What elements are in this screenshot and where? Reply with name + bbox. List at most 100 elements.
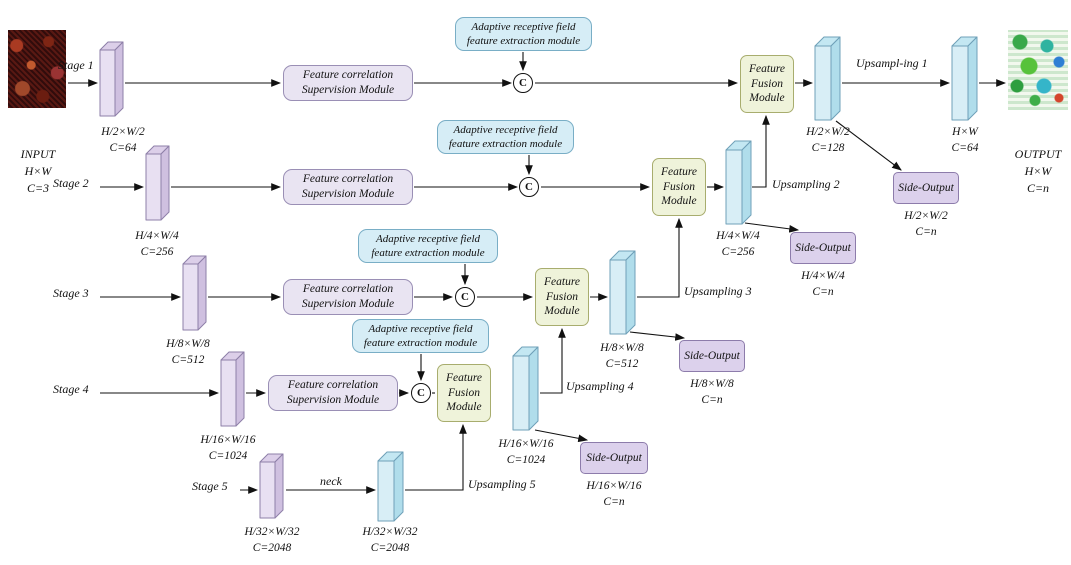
output-name: OUTPUT	[1014, 147, 1062, 161]
upsampling-5-connector	[405, 423, 467, 491]
channels-line: C=256	[721, 246, 755, 259]
feature-fusion-module-2: Feature Fusion Module	[652, 158, 706, 216]
concat-node-3: C	[455, 287, 475, 307]
concat-node-1: C	[513, 73, 533, 93]
side-output-label: Side-Output	[684, 350, 740, 362]
channels-line: C=1024	[208, 450, 248, 463]
encoder-slab-stage1	[99, 41, 124, 117]
dims-line: H/16×W/16	[498, 438, 554, 450]
channels-line: C=64	[951, 142, 979, 155]
channels-line: C=n	[701, 394, 723, 407]
module-label-line1: Adaptive receptive field	[453, 123, 558, 136]
dims-line: H/8×W/8	[690, 378, 734, 390]
input-label: INPUT H×W C=3	[6, 146, 70, 196]
input-channels: C=3	[26, 180, 50, 195]
channels-line: C=n	[915, 226, 937, 239]
decoder-map-2-dims: H/4×W/4 C=256	[693, 228, 783, 260]
module-label-line1: Feature	[749, 62, 785, 75]
upsampling-4-connector	[540, 327, 566, 394]
decoder-map-3-dims: H/8×W/8 C=512	[577, 340, 667, 372]
module-label-line2: Fusion	[448, 386, 480, 399]
dims-line: H/16×W/16	[200, 434, 256, 446]
dims-line: H/2×W/2	[101, 126, 145, 138]
dims-line: H/8×W/8	[166, 338, 210, 350]
connector-arrows	[68, 52, 1007, 494]
encoder-feature-slabs	[99, 41, 284, 519]
output-label: OUTPUT H×W C=n	[1004, 146, 1071, 196]
dims-line: H/4×W/4	[801, 270, 845, 282]
feature-fusion-module-4: Feature Fusion Module	[437, 364, 491, 422]
adaptive-receptive-field-module-4: Adaptive receptive field feature extract…	[352, 319, 489, 353]
channels-line: C=256	[140, 246, 174, 259]
channels-line: C=128	[811, 142, 845, 155]
side-output-box-3: Side-Output	[679, 340, 745, 372]
module-label-line1: Feature correlation	[287, 379, 379, 392]
feature-correlation-supervision-module-2: Feature correlation Supervision Module	[283, 169, 413, 205]
side-output-box-4: Side-Output	[580, 442, 648, 474]
channels-line: C=n	[603, 496, 625, 509]
side-output-3-dims: H/8×W/8 C=n	[667, 376, 757, 408]
upsampling-3-label: Upsampling 3	[684, 284, 752, 298]
adaptive-receptive-field-module-3: Adaptive receptive field feature extract…	[358, 229, 498, 263]
output-image	[1008, 30, 1068, 110]
module-label-line3: Module	[544, 305, 580, 318]
dims-line: H/32×W/32	[244, 526, 300, 538]
output-channels: C=n	[1026, 180, 1050, 195]
channels-line: C=n	[812, 286, 834, 299]
module-label-line2: feature extraction module	[363, 337, 478, 349]
dims-line: H/2×W/2	[806, 126, 850, 138]
feature-correlation-supervision-module-3: Feature correlation Supervision Module	[283, 279, 413, 315]
feature-correlation-supervision-module-4: Feature correlation Supervision Module	[268, 375, 398, 411]
side-output-2-dims: H/4×W/4 C=n	[778, 268, 868, 300]
side-output-4-dims: H/16×W/16 C=n	[569, 478, 659, 510]
encoder-map-1-dims: H/2×W/2 C=64	[78, 124, 168, 156]
channels-line: C=1024	[506, 454, 546, 467]
module-label-line2: Fusion	[663, 180, 695, 193]
neck-label: neck	[320, 474, 342, 488]
module-label-line1: Feature correlation	[302, 283, 394, 296]
encoder-slab-stage3	[182, 255, 207, 331]
module-label-line2: Supervision Module	[301, 84, 395, 96]
upsampling-2-connector	[752, 114, 770, 188]
decoder-slab-2	[725, 140, 752, 225]
module-label-line1: Adaptive receptive field	[471, 20, 576, 33]
upsampling-5-label: Upsampling 5	[468, 477, 536, 491]
feature-correlation-supervision-module-1: Feature correlation Supervision Module	[283, 65, 413, 101]
channels-line: C=2048	[370, 542, 410, 555]
decoder-slab-4	[512, 346, 539, 431]
dims-line: H/16×W/16	[586, 480, 642, 492]
encoder-slab-stage4	[220, 351, 245, 427]
upsampling-2-label: Upsampling 2	[772, 177, 840, 191]
channels-line: C=512	[171, 354, 205, 367]
feature-fusion-module-3: Feature Fusion Module	[535, 268, 589, 326]
module-label-line2: feature extraction module	[466, 35, 581, 47]
module-label-line3: Module	[661, 195, 697, 208]
decoder-slab-1	[814, 36, 841, 121]
encoder-slab-stage2	[145, 145, 170, 221]
module-label-line1: Feature	[661, 165, 697, 178]
module-label-line1: Adaptive receptive field	[375, 232, 481, 245]
dims-line: H/2×W/2	[904, 210, 948, 222]
module-label-line2: Supervision Module	[301, 298, 395, 310]
decoder-slab-0	[951, 36, 978, 121]
upsampling-3-connector	[637, 217, 683, 298]
input-name: INPUT	[20, 147, 56, 161]
stage-4-label: Stage 4	[53, 382, 89, 396]
stage-5-label: Stage 5	[192, 479, 228, 493]
decoder-slab-5	[377, 451, 404, 522]
side-output-box-1: Side-Output	[893, 172, 959, 204]
module-label-line2: Supervision Module	[286, 394, 380, 406]
dims-line: H×W	[952, 126, 978, 138]
concat-node-4: C	[411, 383, 431, 403]
side-output-1-connector	[835, 120, 902, 171]
input-image	[8, 30, 66, 108]
encoder-map-5-dims: H/32×W/32 C=2048	[227, 524, 317, 556]
stage-1-label: Stage 1	[58, 58, 94, 72]
decoder-map-0-dims: H×W C=64	[920, 124, 1010, 156]
decoder-slab-3	[609, 250, 636, 335]
channels-line: C=512	[605, 358, 639, 371]
dims-line: H/32×W/32	[362, 526, 418, 538]
upsampling-4-label: Upsampling 4	[566, 379, 634, 393]
channels-line: C=64	[109, 142, 137, 155]
